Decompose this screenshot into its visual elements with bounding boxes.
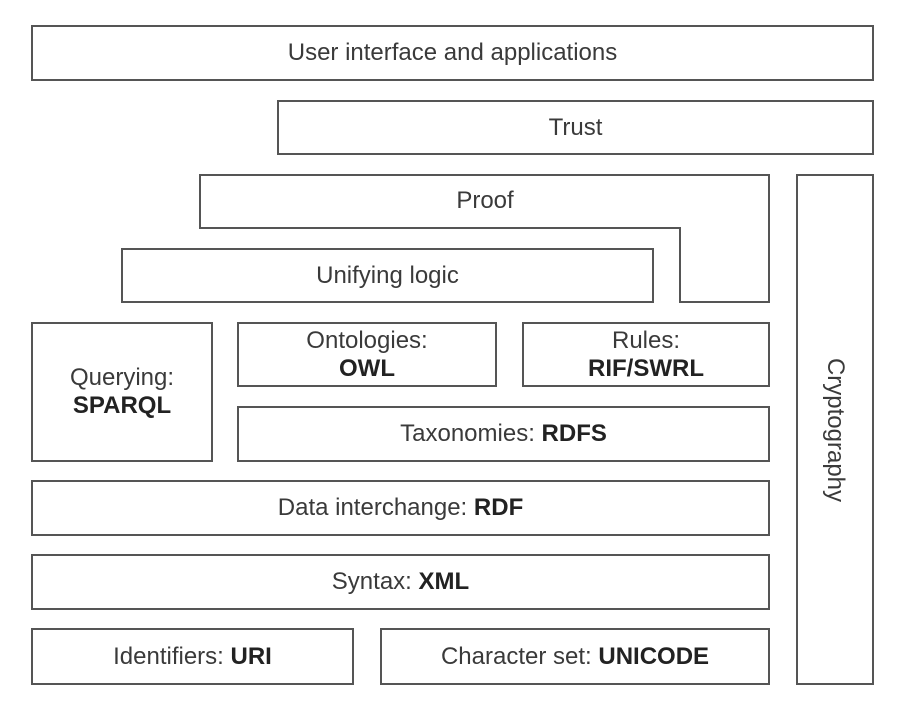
layer-taxonomies: Taxonomies: RDFS [237,406,770,462]
layer-rules: Rules: RIF/SWRL [522,322,770,387]
layer-user-interface: User interface and applications [31,25,874,81]
layer-user-interface-label: User interface and applications [287,39,618,67]
layer-syntax-label: Syntax: [331,568,412,596]
layer-querying-label: Querying: [69,364,175,392]
layer-proof-text: Proof [200,175,770,227]
layer-unifying-logic: Unifying logic [121,248,654,303]
layer-syntax: Syntax: XML [31,554,770,610]
layer-ontologies-tech: OWL [339,354,395,382]
layer-data-interchange-tech: RDF [473,494,524,522]
layer-character-set: Character set: UNICODE [380,628,770,685]
layer-rules-tech: RIF/SWRL [588,354,704,382]
layer-ontologies-label: Ontologies: [306,326,428,354]
layer-trust: Trust [277,100,874,155]
layer-trust-label: Trust [548,113,603,141]
layer-ontologies: Ontologies: OWL [237,322,497,387]
layer-data-interchange: Data interchange: RDF [31,480,770,536]
layer-character-set-label: Character set: [440,642,592,670]
layer-proof-label: Proof [456,187,514,214]
layer-taxonomies-label: Taxonomies: [400,420,535,448]
layer-data-interchange-label: Data interchange: [277,494,468,522]
layer-unifying-logic-label: Unifying logic [316,261,459,289]
layer-identifiers-label: Identifiers: [113,642,224,670]
layer-cryptography [796,174,874,685]
layer-syntax-tech: XML [418,568,470,596]
layer-character-set-tech: UNICODE [598,642,710,670]
layer-identifiers: Identifiers: URI [31,628,354,685]
layer-querying: Querying: SPARQL [31,322,213,462]
layer-cryptography-label: Cryptography [822,357,849,503]
layer-identifiers-tech: URI [230,642,272,670]
layer-rules-label: Rules: [611,326,681,354]
layer-taxonomies-tech: RDFS [541,420,607,448]
layer-querying-tech: SPARQL [72,392,172,419]
